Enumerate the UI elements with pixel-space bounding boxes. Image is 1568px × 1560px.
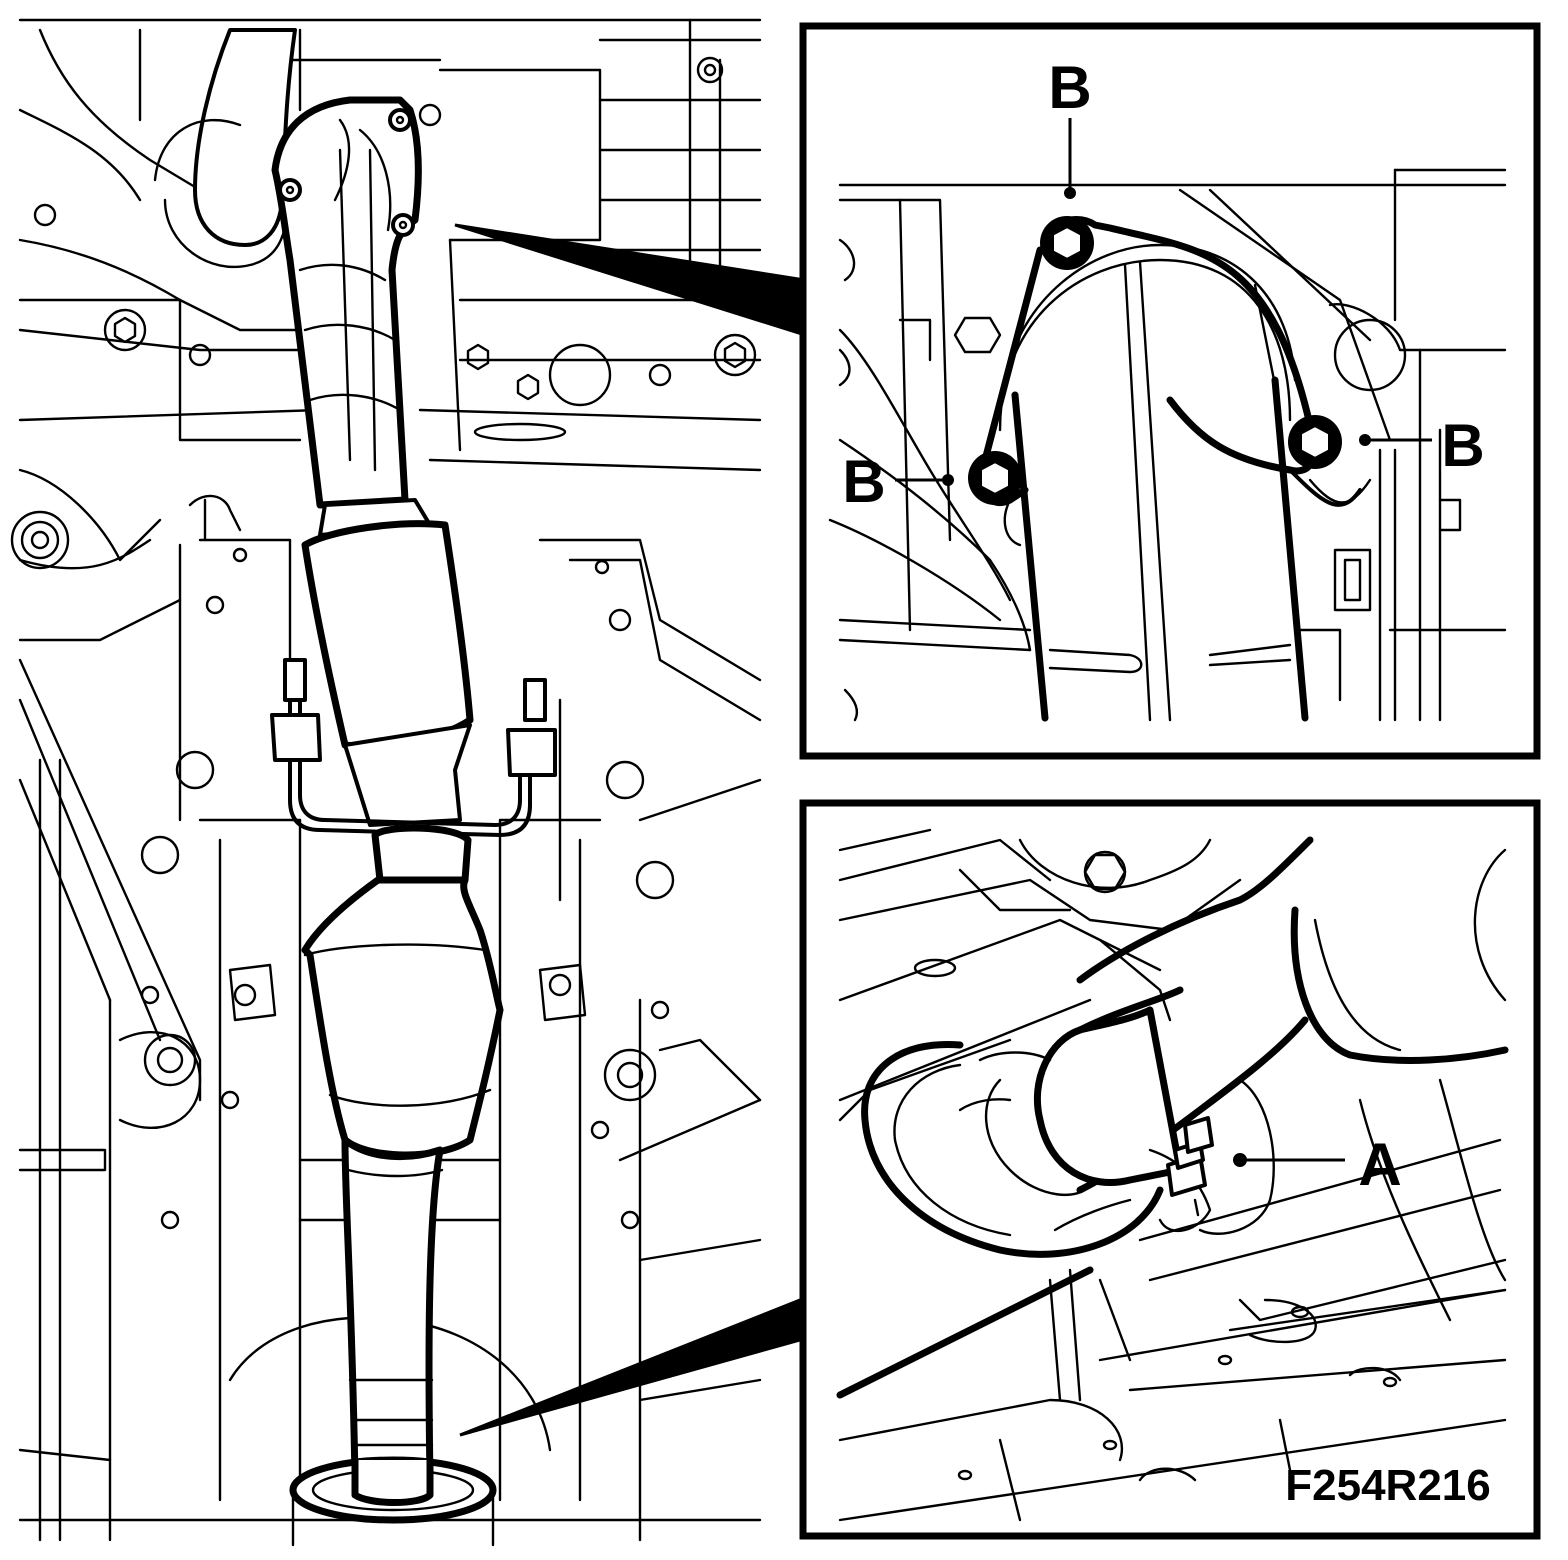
detail-nut [1166, 1116, 1214, 1217]
flange-bolts-detail: B B B [799, 22, 1541, 760]
main-catalytic-converter [301, 824, 504, 1159]
underbody-main-view [10, 18, 807, 1547]
bolt-top [1040, 216, 1094, 270]
callout-b-right: B [1441, 412, 1484, 479]
pointer-to-flange-detail [454, 223, 807, 338]
detail-flange-ring [861, 1040, 1275, 1258]
detail-pipe [1033, 836, 1314, 1194]
leader-line-a [1233, 1153, 1345, 1167]
leader-lines-b [895, 118, 1432, 486]
bolt-right [1288, 415, 1342, 469]
flange-bolts-main [278, 108, 415, 237]
detail-tie-bar [836, 1266, 1094, 1399]
front-exhaust-pipe [271, 96, 422, 509]
bolt-left [968, 451, 1022, 505]
intermediate-pipe [289, 1136, 497, 1547]
pointer-to-nut-detail [459, 1297, 802, 1437]
detail-exhaust-pipe [998, 243, 1309, 722]
underbody-structure [18, 18, 762, 472]
callout-a: A [1358, 1131, 1401, 1198]
callout-b-left: B [842, 448, 885, 515]
figure-id: F254R216 [1285, 1461, 1490, 1510]
exhaust-manifold-pipe [153, 28, 297, 268]
nut-detail: A F254R216 [799, 799, 1541, 1540]
pre-catalytic-converter [301, 498, 474, 827]
detail-background-structure [828, 168, 1507, 722]
detail-floor-panels [838, 828, 1507, 1522]
detail-muffler [1290, 848, 1509, 1064]
callout-b-top: B [1048, 54, 1091, 121]
